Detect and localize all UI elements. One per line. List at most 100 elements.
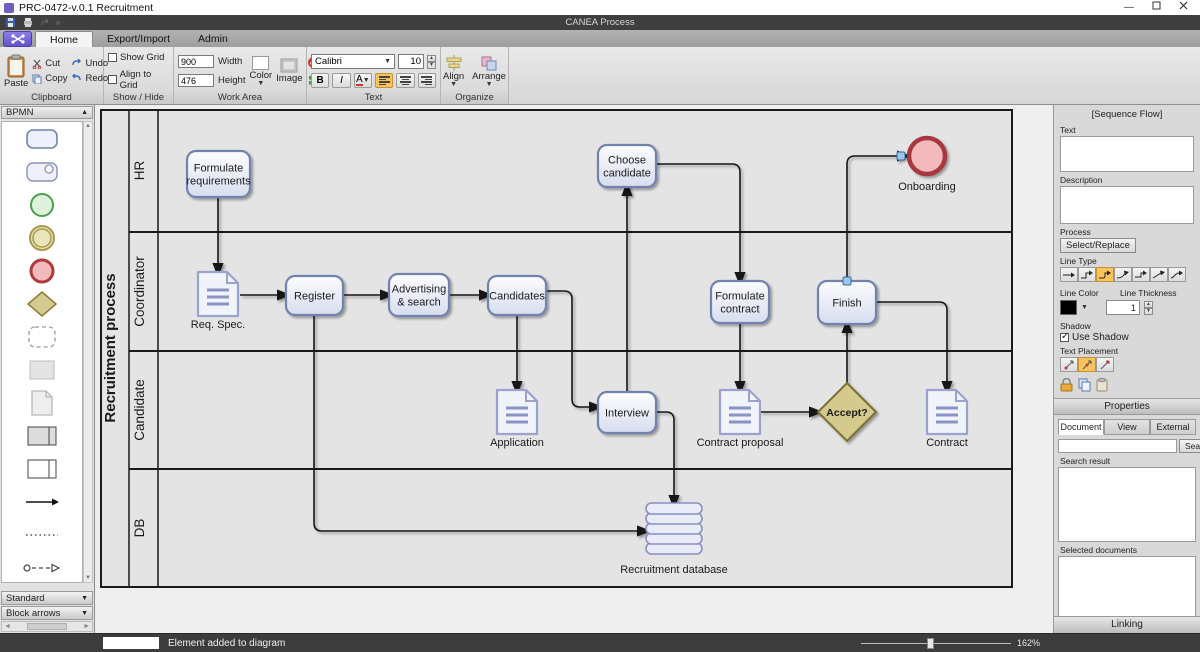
task-formulate-contract[interactable] (709, 279, 771, 325)
copy-button[interactable]: Copy (32, 73, 67, 84)
font-size-spinner[interactable]: ▲▼ (427, 54, 436, 69)
font-size-input[interactable]: 10 (398, 54, 424, 69)
pool[interactable] (100, 109, 1013, 588)
line-type-elbow-rounded[interactable] (1096, 267, 1114, 282)
select-replace-button[interactable]: Select/Replace (1060, 238, 1136, 253)
close-button[interactable] (1179, 0, 1188, 15)
flow-choose-to-formulate-contract[interactable] (656, 163, 746, 287)
show-grid-checkbox[interactable]: Show Grid (108, 52, 169, 63)
shape-intermediate-event[interactable] (2, 221, 82, 254)
maximize-button[interactable] (1152, 0, 1161, 15)
task-register[interactable] (284, 274, 345, 317)
minimize-button[interactable]: — (1124, 2, 1134, 13)
tab-admin[interactable]: Admin (198, 33, 228, 45)
text-placement-start[interactable] (1060, 357, 1078, 372)
task-choose-candidate[interactable] (596, 143, 658, 189)
work-area-image-button[interactable]: Image (276, 50, 303, 92)
shape-pool[interactable] (2, 452, 82, 485)
palette-vertical-scrollbar[interactable]: ▲▼ (83, 121, 93, 583)
flow-register-to-database[interactable] (313, 315, 652, 537)
flow-description-input[interactable] (1060, 186, 1194, 224)
task-advertising-search[interactable] (387, 272, 451, 318)
flow-interview-to-database[interactable] (656, 411, 680, 510)
font-color-button[interactable]: A▼ (353, 73, 372, 88)
shape-task[interactable] (2, 122, 82, 155)
search-button[interactable]: Search (1179, 439, 1200, 453)
tab-document[interactable]: Document (1058, 419, 1104, 435)
shape-message-flow[interactable] (2, 551, 82, 582)
flow-finish-to-contract[interactable] (876, 301, 953, 396)
task-interview[interactable] (596, 390, 658, 435)
palette-header-bpmn[interactable]: BPMN▲ (1, 106, 93, 119)
align-to-grid-checkbox[interactable]: Align to Grid (108, 69, 169, 91)
shape-group[interactable] (2, 320, 82, 353)
text-placement-middle[interactable] (1078, 357, 1096, 372)
clipboard-icon[interactable] (1096, 378, 1108, 392)
flow-candidates-to-interview[interactable] (546, 290, 604, 413)
shape-dotted-line[interactable] (2, 518, 82, 551)
palette-section-block-arrows[interactable]: Block arrows▼ (1, 606, 93, 620)
tab-export-import[interactable]: Export/Import (107, 33, 171, 45)
task-candidates[interactable] (486, 274, 548, 317)
shape-sequence-flow[interactable] (2, 485, 82, 518)
line-type-diagonal[interactable] (1150, 267, 1168, 282)
tab-external[interactable]: External (1150, 419, 1196, 435)
bold-button[interactable]: B (311, 73, 330, 88)
palette-horizontal-scrollbar[interactable]: ◄► (1, 621, 93, 632)
cut-button[interactable]: Cut (32, 58, 67, 69)
scroll-thumb[interactable] (27, 623, 67, 630)
shape-task-with-event[interactable] (2, 155, 82, 188)
line-type-straight[interactable] (1060, 267, 1078, 282)
work-area-color-button[interactable]: Color▼ (249, 50, 272, 92)
line-type-spline[interactable] (1168, 267, 1186, 282)
flow-text-input[interactable] (1060, 136, 1194, 172)
align-right-button[interactable] (417, 73, 436, 88)
event-onboarding[interactable] (906, 135, 948, 177)
save-icon[interactable] (5, 17, 16, 28)
shape-pool-filled[interactable] (2, 419, 82, 452)
line-thickness-spinner[interactable]: ▲▼ (1143, 300, 1153, 315)
selection-handle[interactable] (842, 276, 852, 286)
doc-req-spec[interactable] (196, 270, 240, 318)
font-family-select[interactable]: Calibri▼ (311, 54, 395, 69)
flow-finish-to-onboarding[interactable] (846, 150, 912, 281)
align-left-button[interactable] (374, 73, 394, 88)
shape-rectangle[interactable] (2, 353, 82, 386)
tab-home[interactable]: Home (35, 31, 94, 47)
line-color-swatch[interactable] (1060, 300, 1077, 315)
lock-icon[interactable] (1060, 378, 1073, 392)
print-icon[interactable] (22, 17, 34, 28)
qat-overflow-icon[interactable] (56, 20, 60, 25)
paste-button[interactable]: Paste (4, 50, 28, 92)
linking-header[interactable]: Linking (1054, 616, 1200, 633)
selection-handle[interactable] (896, 151, 906, 161)
italic-button[interactable]: I (332, 73, 351, 88)
doc-contract-proposal[interactable] (718, 388, 762, 436)
doc-contract[interactable] (925, 388, 969, 436)
redo-button[interactable]: Redo (71, 73, 108, 84)
line-type-step[interactable] (1132, 267, 1150, 282)
application-menu-button[interactable] (3, 31, 32, 47)
align-menu-button[interactable]: Align▼ (443, 50, 464, 92)
shape-end-event[interactable] (2, 254, 82, 287)
work-area-width-input[interactable] (178, 55, 214, 68)
task-formulate-requirements[interactable] (185, 149, 252, 199)
tab-view[interactable]: View (1104, 419, 1150, 435)
zoom-slider[interactable] (860, 637, 1011, 649)
database-recruitment[interactable] (645, 502, 703, 555)
text-placement-end[interactable] (1096, 357, 1114, 372)
arrange-menu-button[interactable]: Arrange▼ (472, 50, 506, 92)
line-type-elbow[interactable] (1078, 267, 1096, 282)
selected-documents-list[interactable] (1058, 556, 1196, 618)
zoom-slider-handle[interactable] (926, 637, 934, 649)
shape-start-event[interactable] (2, 188, 82, 221)
shape-document[interactable] (2, 386, 82, 419)
gateway-accept[interactable] (816, 381, 878, 443)
align-center-button[interactable] (396, 73, 415, 88)
line-type-curve[interactable] (1114, 267, 1132, 282)
undo-button[interactable]: Undo (71, 58, 108, 69)
doc-application[interactable] (495, 388, 539, 436)
work-area-height-input[interactable] (178, 74, 214, 87)
line-thickness-input[interactable]: 1 (1105, 300, 1140, 315)
palette-section-standard[interactable]: Standard▼ (1, 591, 93, 605)
